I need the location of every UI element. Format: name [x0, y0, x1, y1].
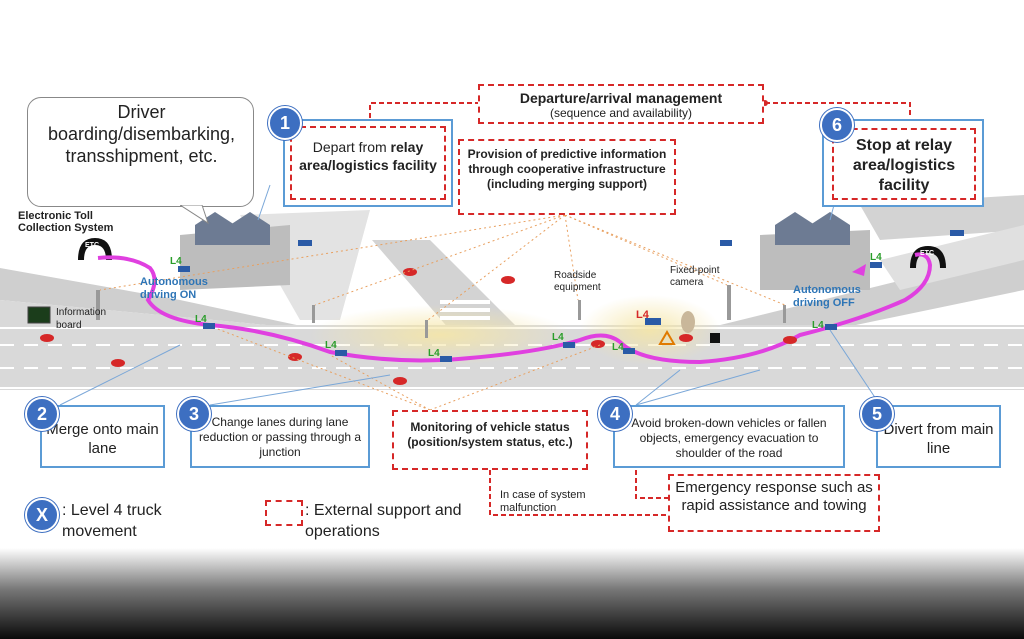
driver-callout: Driver boarding/disembarking, transshipm…: [27, 97, 254, 207]
autonomous-on-label: Autonomous driving ON: [140, 276, 208, 301]
svg-text:L4: L4: [195, 314, 207, 325]
legend-dash-text: : External support and operations: [305, 502, 462, 540]
step-5-text: Divert from main line: [883, 421, 994, 457]
step-6-badge: 6: [820, 108, 854, 142]
step-4-text: Avoid broken-down vehicles or fallen obj…: [631, 416, 827, 460]
info-board-label: Information board: [56, 307, 107, 331]
svg-text:L4: L4: [812, 320, 824, 331]
legend-x-badge: X: [25, 498, 59, 532]
step-3-badge: 3: [177, 397, 211, 431]
step-4-box: Avoid broken-down vehicles or fallen obj…: [613, 405, 845, 468]
step-1-text-rest: area/logistics facility: [299, 157, 437, 173]
step-1-text-bold: relay: [390, 139, 424, 155]
legend-x-label: Level 4 truck movement: [62, 502, 162, 540]
etc-left-sign: ETC: [85, 242, 99, 249]
legend-dash-label: External support and operations: [305, 502, 462, 540]
monitoring-box: Monitoring of vehicle status (position/s…: [392, 410, 588, 470]
departure-title: Departure/arrival management: [519, 90, 723, 106]
emergency-box: Emergency response such as rapid assista…: [668, 474, 880, 532]
svg-text:L4: L4: [636, 309, 650, 321]
etc-gate-right: [910, 246, 946, 268]
etc-gate-left: [78, 238, 112, 260]
departure-subtitle: (sequence and availability): [549, 106, 693, 120]
etc-system-label: Electronic Toll Collection System: [18, 210, 114, 234]
step-6-support-box: Stop at relay area/logistics facility: [832, 128, 976, 200]
svg-text:L4: L4: [552, 332, 564, 343]
step-2-box: Merge onto main lane: [40, 405, 165, 468]
bottom-fade: [0, 548, 1024, 639]
fixed-camera-label: Fixed-point camera: [670, 265, 720, 288]
roadside-equipment-label: Roadside equipment: [554, 270, 601, 293]
step-1-support-box: Depart from relay area/logistics facilit…: [290, 126, 446, 200]
svg-text:L4: L4: [428, 348, 440, 359]
step-2-badge: 2: [25, 397, 59, 431]
predictive-info-box: Provision of predictive information thro…: [458, 139, 676, 215]
step-5-badge: 5: [860, 397, 894, 431]
hazard-triangle: [658, 330, 676, 345]
svg-text:L4: L4: [170, 256, 182, 267]
step-5-box: Divert from main line: [876, 405, 1001, 468]
callout-tail: [180, 205, 209, 225]
departure-management-box: Departure/arrival management (sequence a…: [478, 84, 764, 124]
predictive-info-text: Provision of predictive information thro…: [467, 147, 667, 191]
step-2-text: Merge onto main lane: [46, 421, 159, 457]
step-4-badge: 4: [598, 397, 632, 431]
driver-callout-text: Driver boarding/disembarking, transshipm…: [47, 102, 236, 166]
monitoring-text: Monitoring of vehicle status (position/s…: [407, 420, 573, 449]
step-6-text: Stop at relay area/logistics facility: [852, 137, 956, 194]
left-ramp: [0, 268, 320, 330]
step-3-text: Change lanes during lane reduction or pa…: [198, 415, 362, 459]
svg-text:L4: L4: [612, 342, 624, 353]
step-1-text-pre: Depart from: [312, 139, 391, 155]
step-1-badge: 1: [268, 106, 302, 140]
legend-x-text: : Level 4 truck movement: [62, 502, 162, 540]
malfunction-label: In case of system malfunction: [500, 489, 586, 514]
legend-dash-swatch: [265, 500, 303, 526]
svg-text:L4: L4: [870, 252, 882, 263]
emergency-text: Emergency response such as rapid assista…: [675, 479, 873, 514]
etc-right-sign: ETC: [920, 250, 934, 257]
step-3-box: Change lanes during lane reduction or pa…: [190, 405, 370, 468]
autonomous-off-label: Autonomous driving OFF: [793, 284, 861, 309]
svg-text:L4: L4: [325, 340, 337, 351]
